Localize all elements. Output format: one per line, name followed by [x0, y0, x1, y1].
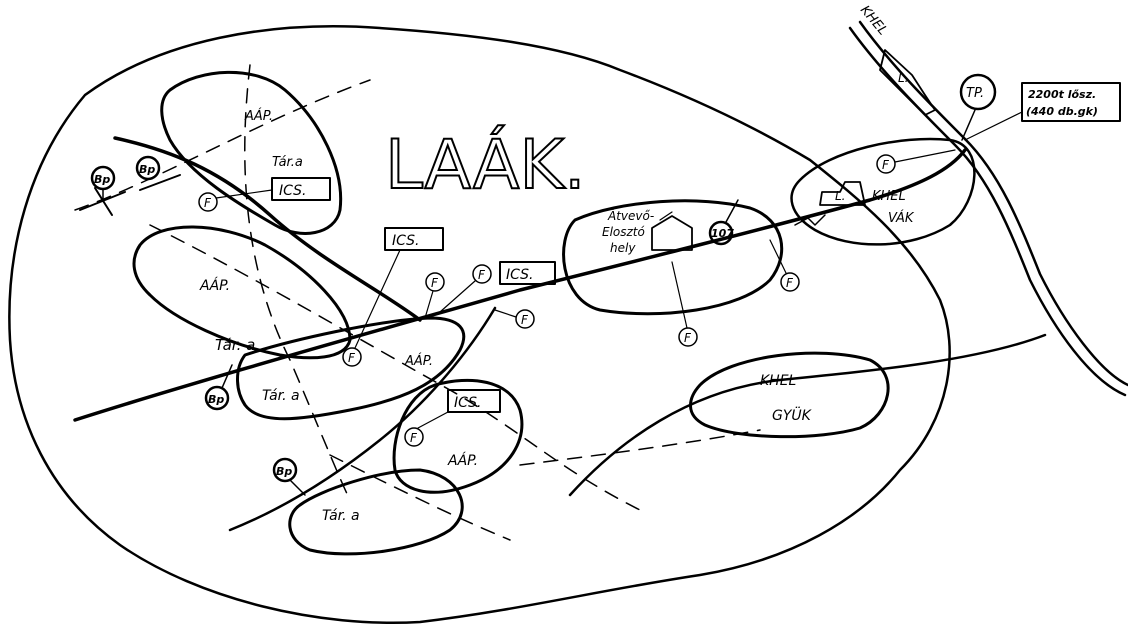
bp-marker: Bp — [135, 155, 161, 181]
dashed-lines — [74, 64, 761, 541]
zone-label-aap-4: AÁP. — [447, 452, 478, 469]
zone-label-aap-2: AÁP. — [199, 277, 230, 294]
svg-text:Elosztó: Elosztó — [602, 225, 645, 239]
khel-label-vak: KHEL — [872, 189, 906, 204]
svg-text:Bp: Bp — [208, 393, 224, 406]
svg-text:(440 db.gk): (440 db.gk) — [1026, 105, 1098, 118]
vak-label: VÁK — [888, 210, 915, 226]
zone-aap-west — [132, 225, 352, 360]
khel-label-gyuk: KHEL — [760, 373, 796, 389]
zone-vak — [790, 137, 976, 246]
f-marker: F — [671, 261, 698, 347]
svg-text:ICS.: ICS. — [392, 233, 420, 249]
svg-text:F: F — [478, 268, 486, 282]
bp-marker: Bp — [90, 165, 116, 201]
f-marker: F — [404, 411, 449, 447]
f-marker: F — [342, 249, 401, 367]
ics-box-3: ICS. — [499, 261, 556, 285]
zone-receiving — [562, 199, 784, 316]
zone-aap-center — [236, 316, 466, 421]
f-marker: F — [439, 264, 492, 313]
svg-text:Átvevő-: Átvevő- — [607, 208, 654, 223]
svg-text:ICS.: ICS. — [454, 395, 482, 411]
l-unit-vak: L. — [794, 181, 866, 226]
bp-marker: Bp — [272, 457, 306, 496]
cross-mark-2 — [139, 174, 181, 191]
zone-ics-south — [392, 378, 524, 494]
svg-text:F: F — [431, 276, 439, 290]
zone-label-tar-2: Tár. a — [215, 336, 255, 354]
svg-text:ICS.: ICS. — [279, 183, 307, 199]
ics-box-1: ICS. — [271, 177, 331, 201]
svg-text:hely: hely — [610, 241, 636, 255]
svg-text:TP.: TP. — [966, 86, 984, 101]
marker-107: 107 — [708, 199, 739, 246]
svg-text:L.: L. — [898, 71, 909, 85]
svg-text:F: F — [521, 313, 529, 327]
road-main-ew — [73, 148, 967, 422]
svg-text:Bp: Bp — [94, 173, 110, 186]
svg-text:2200t lősz.: 2200t lősz. — [1028, 88, 1096, 101]
f-marker: F — [198, 189, 273, 212]
road-ne-double-b — [858, 20, 1128, 387]
zone-label-tar-3: Tár. a — [262, 388, 300, 404]
building-icon — [651, 215, 693, 251]
bp-marker: Bp — [204, 364, 233, 411]
road-southeast — [568, 333, 1047, 497]
svg-text:L.: L. — [835, 189, 846, 203]
f-marker: F — [424, 272, 445, 319]
svg-text:ICS.: ICS. — [506, 267, 534, 283]
f-marker: F — [876, 149, 956, 174]
svg-text:F: F — [348, 351, 356, 365]
zone-gyuk — [689, 351, 890, 439]
map-title: LAÁK. — [385, 125, 586, 205]
svg-text:F: F — [786, 276, 794, 290]
road-nw-diagonal — [113, 136, 422, 322]
gyuk-label: GYÜK — [772, 406, 813, 424]
zone-label-aap-3: AÁP. — [404, 353, 433, 369]
khel-road-label: KHEL — [857, 3, 890, 39]
ics-box-4: ICS. — [447, 389, 501, 413]
svg-text:F: F — [410, 431, 418, 445]
svg-text:107: 107 — [711, 227, 734, 240]
svg-text:F: F — [882, 158, 890, 172]
cross-mark — [79, 187, 126, 216]
zone-label-tar-4: Tár. a — [322, 508, 360, 524]
zone-label-aap-1: AÁP. — [244, 108, 273, 124]
svg-text:F: F — [204, 196, 212, 210]
zone-label-tar-1: Tár.a — [272, 155, 303, 170]
f-marker: F — [494, 309, 535, 329]
laak-boundary — [8, 25, 951, 625]
road-south-diagonal — [228, 306, 497, 532]
zone-aap-north — [160, 70, 343, 235]
l-unit-north: L. — [879, 49, 936, 116]
receiving-point: Átvevő- Elosztó hely — [602, 208, 693, 255]
f-marker: F — [769, 239, 800, 292]
svg-text:Bp: Bp — [139, 163, 155, 176]
road-ne-double-a — [848, 26, 1127, 397]
tp-marker: TP. — [959, 73, 997, 141]
zone-tar-south — [288, 468, 464, 556]
ics-box-2: ICS. — [384, 227, 444, 251]
svg-text:F: F — [684, 331, 692, 345]
svg-text:Bp: Bp — [276, 465, 292, 478]
supply-box: 2200t lősz. (440 db.gk) — [964, 82, 1121, 141]
